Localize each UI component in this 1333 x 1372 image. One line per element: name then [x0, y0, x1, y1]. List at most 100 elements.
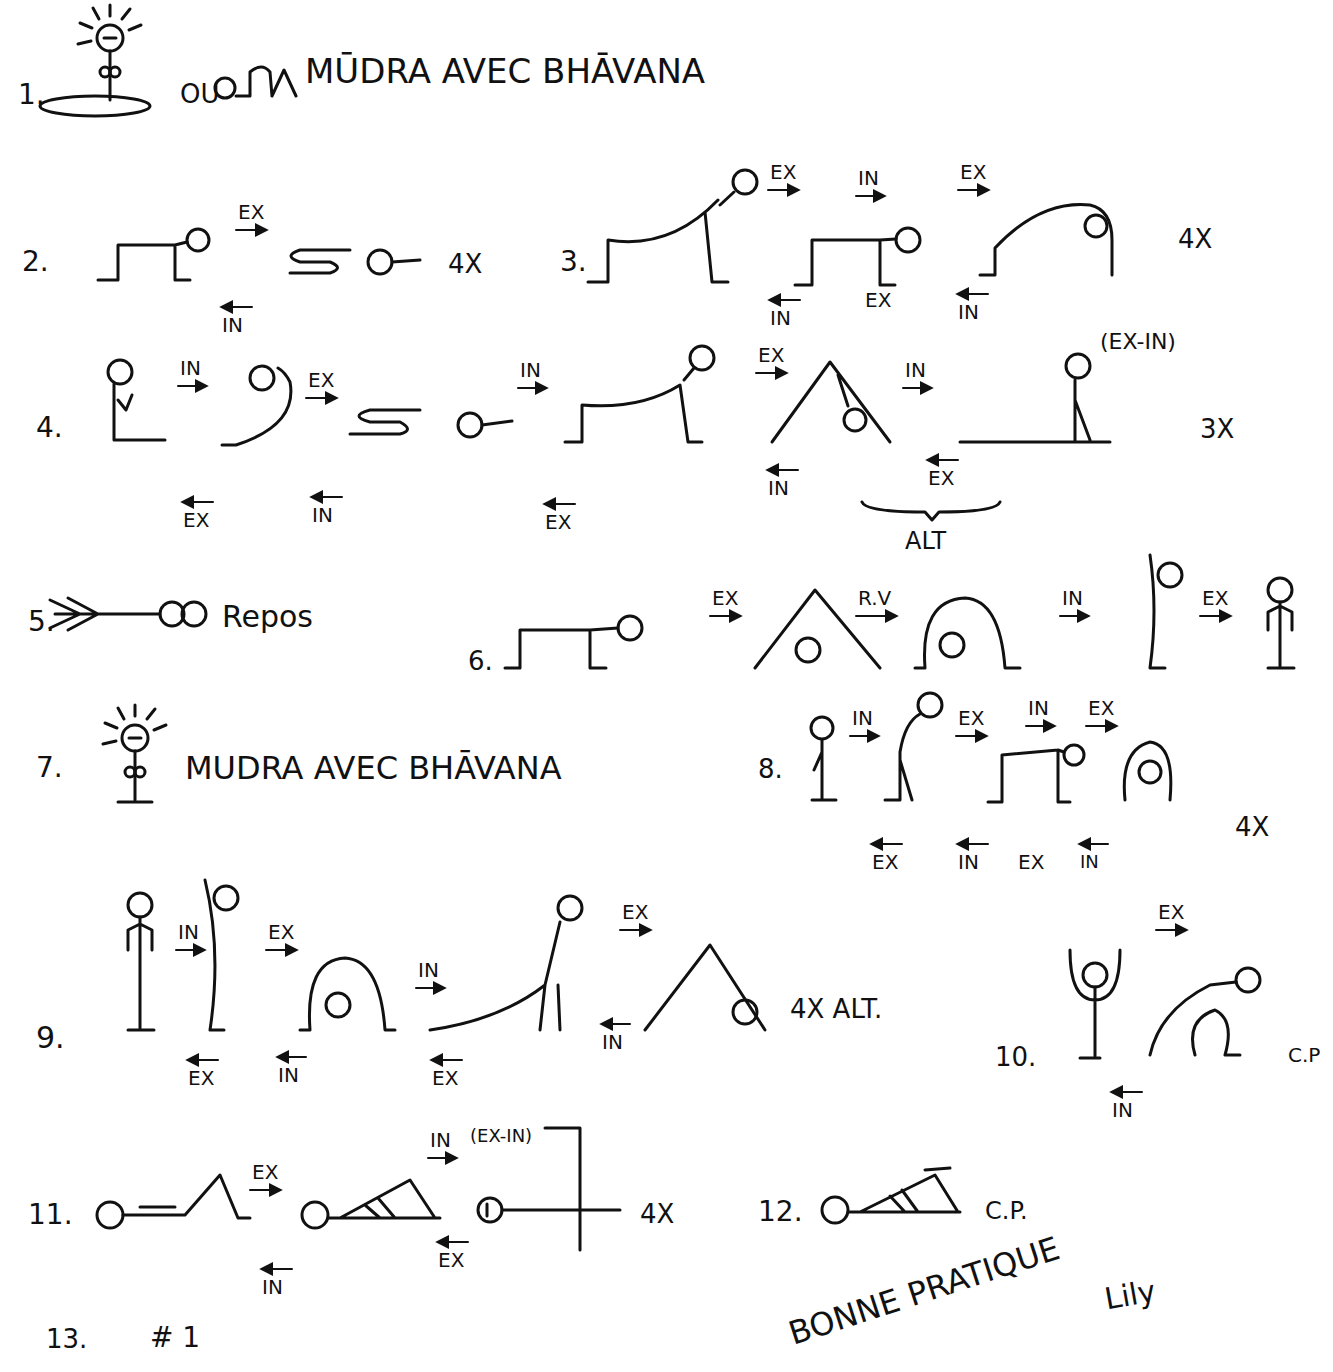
table-pose-stroke: [187, 229, 209, 251]
forward-bend: [300, 958, 395, 1030]
breath-arrows-stroke: [768, 469, 798, 471]
arms-up-figure: [1070, 950, 1120, 1058]
breath-cue: EX: [188, 1067, 214, 1090]
breath-cue: IN: [178, 921, 199, 944]
step-number: 6.: [468, 647, 493, 677]
repeat-count: 4X ALT.: [790, 995, 882, 1025]
standing-meditator-stroke: [129, 737, 141, 740]
seated-figure-stroke: [1066, 354, 1090, 378]
bridge-pose: [822, 1168, 960, 1223]
repeat-count: 4X: [448, 250, 482, 280]
breath-cue: EX: [758, 344, 784, 367]
child-pose-stroke: [368, 250, 392, 274]
kneeling-figure: [215, 67, 296, 98]
breath-cue: EX: [960, 161, 986, 184]
breath-arrows-stroke: [178, 385, 206, 387]
breath-arrows-stroke: [1086, 725, 1116, 727]
table-pose-stroke: [896, 228, 920, 252]
breath-arrows-stroke: [188, 1059, 218, 1061]
cow-pose-stroke: [588, 192, 734, 282]
breath-arrows-stroke: [278, 1056, 306, 1058]
breath-cue: EX: [622, 901, 648, 924]
downward-dog: [772, 362, 890, 442]
table-pose-stroke: [1064, 745, 1084, 765]
breath-arrows-stroke: [222, 306, 252, 308]
child-pose-stroke: [290, 250, 350, 273]
breath-arrows-stroke: [928, 459, 958, 461]
breath-cue: EX: [438, 1249, 464, 1272]
standing-backbend: [205, 880, 238, 1030]
meditating-figure: [40, 5, 150, 116]
breath-arrows-stroke: [850, 735, 878, 737]
repeat-count: 4X: [1235, 813, 1269, 843]
leg-raise-figure: [478, 1128, 620, 1250]
breath-cue: (EX-IN): [1100, 329, 1176, 354]
breath-arrows-stroke: [856, 615, 896, 617]
table-pose: [98, 229, 209, 280]
standing-figure-stroke: [811, 717, 833, 739]
kneeling-figure: [1124, 742, 1171, 800]
breath-cue: EX: [770, 161, 796, 184]
repeat-count: 4X: [640, 1200, 674, 1230]
instruction-text: ALT: [905, 528, 946, 556]
breath-cue: IN: [278, 1064, 299, 1087]
standing-figure: [128, 893, 154, 1030]
breath-arrows-stroke: [1200, 615, 1230, 617]
breath-arrows-stroke: [518, 387, 546, 389]
meditating-figure-stroke: [78, 5, 141, 44]
step-number: 13.: [46, 1325, 87, 1355]
resting-figure-stroke: [50, 598, 160, 630]
breath-arrows-stroke: [602, 1023, 630, 1025]
resting-figure: [50, 598, 206, 630]
kneeling-backbend: [222, 366, 291, 445]
breath-arrows-stroke: [1156, 929, 1186, 931]
breath-cue: IN: [1112, 1099, 1133, 1122]
breath-cue: EX: [712, 587, 738, 610]
lying-knees-bent-stroke: [97, 1202, 123, 1228]
standing-backbend-stroke: [1158, 563, 1182, 587]
standing-figure-stroke: [128, 893, 152, 917]
breath-arrows-stroke: [710, 615, 740, 617]
breath-cue: EX: [252, 1161, 278, 1184]
breath-arrows-stroke: [956, 735, 986, 737]
breath-cue: IN: [768, 477, 789, 500]
table-pose-stroke: [988, 750, 1070, 802]
breath-arrows-stroke: [768, 189, 798, 191]
breath-cue: IN: [222, 314, 243, 337]
table-pose-stroke: [618, 616, 642, 640]
breath-arrows-stroke: [856, 195, 884, 197]
instruction-text: C.P.: [985, 1198, 1028, 1226]
table-pose-stroke: [505, 628, 618, 668]
bridge-pose-stroke: [328, 1180, 440, 1218]
breath-arrows-stroke: [306, 397, 336, 399]
breath-cue: EX: [1018, 851, 1044, 874]
child-pose-stroke: [482, 421, 512, 425]
breath-cue: IN: [852, 707, 873, 730]
cat-pose-stroke: [1085, 215, 1107, 237]
breath-cue: IN: [520, 359, 541, 382]
cow-pose: [565, 346, 714, 442]
breath-arrows-stroke: [1112, 1091, 1142, 1093]
breath-cue: IN: [858, 167, 879, 190]
step-number: 10.: [995, 1043, 1036, 1073]
breath-cue: EX: [432, 1067, 458, 1090]
downward-dog-stroke: [645, 945, 765, 1030]
step-number: 2.: [22, 246, 49, 278]
standing-meditator-stroke: [118, 751, 152, 802]
breath-cue: EX: [268, 921, 294, 944]
lying-knees-bent-stroke: [123, 1175, 250, 1218]
step-number: 8.: [758, 755, 783, 785]
lying-knees-bent: [97, 1175, 250, 1228]
downward-dog-stroke: [733, 1000, 757, 1024]
alternate-brace: [862, 502, 1000, 520]
breath-arrows-stroke: [1060, 615, 1088, 617]
breath-arrows-stroke: [958, 189, 988, 191]
breath-arrows-stroke: [1080, 843, 1108, 845]
standing-figure-stroke: [1268, 602, 1294, 668]
breath-arrows-stroke: [428, 1157, 456, 1159]
table-pose-stroke: [795, 239, 896, 285]
instruction-text: OU: [180, 80, 220, 110]
cow-pose-stroke: [690, 346, 714, 370]
instruction-text: # 1: [150, 1322, 200, 1354]
